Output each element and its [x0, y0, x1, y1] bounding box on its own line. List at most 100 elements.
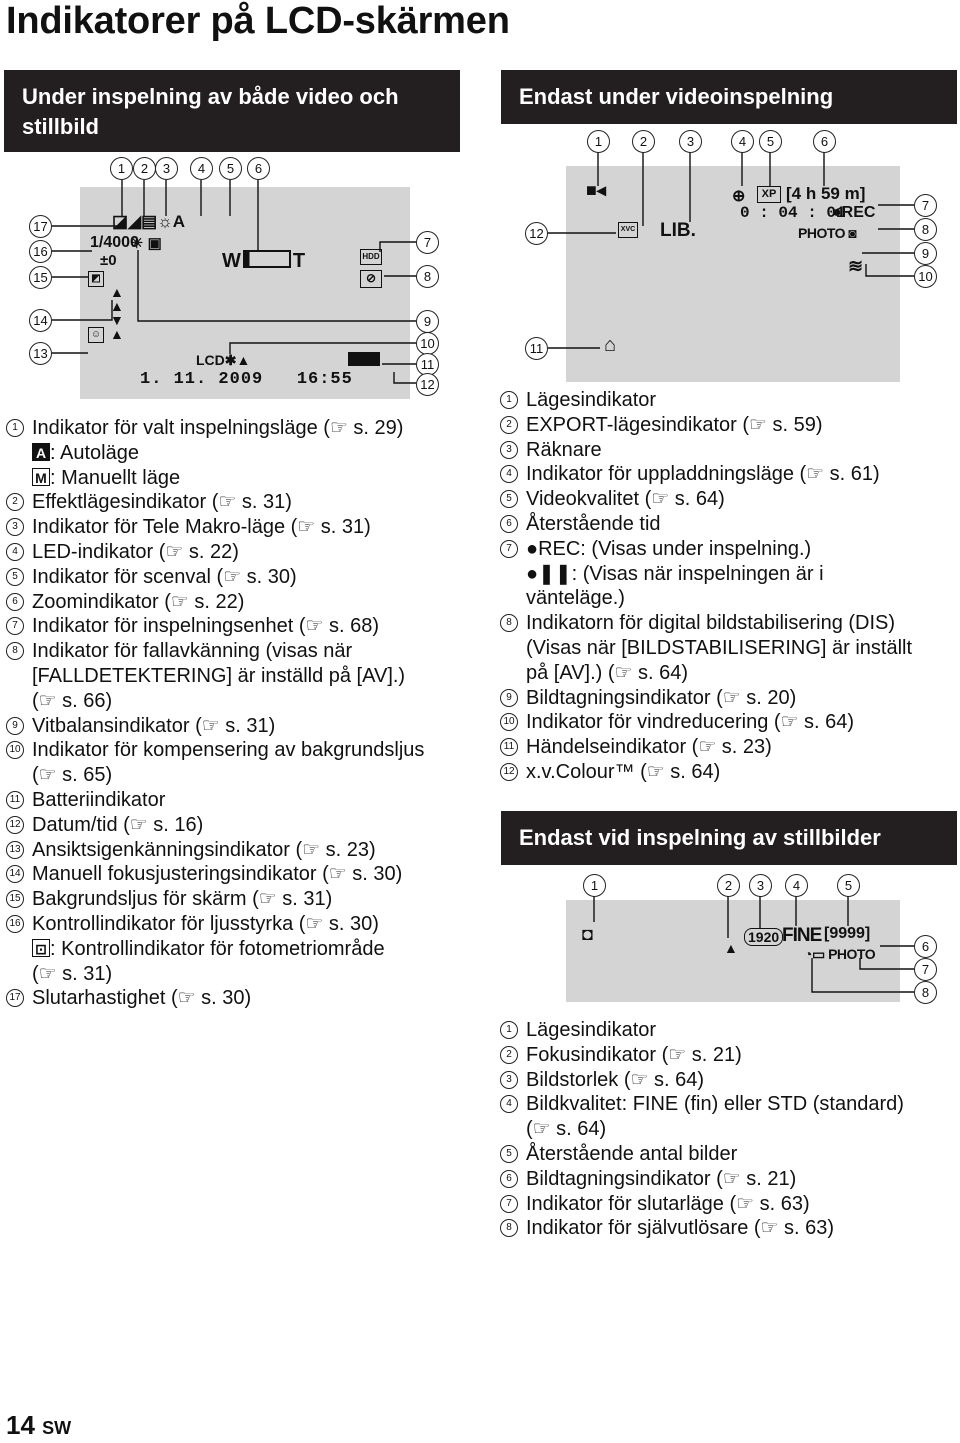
item-text: (☞ s. 31) — [32, 962, 113, 985]
item-text: LED-indikator (☞ s. 22) — [32, 540, 239, 563]
item-text: Manuell fokusjusteringsindikator (☞ s. 3… — [32, 863, 403, 886]
callout-number: 8 — [416, 265, 439, 288]
item-number: 1 — [500, 1021, 518, 1039]
item-text: ●REC: (Visas under inspelning.) — [526, 537, 812, 560]
list-item: 7●REC: (Visas under inspelning.) — [500, 537, 958, 562]
list-item: 6 Bildtagningsindikator (☞ s. 21) — [500, 1167, 958, 1192]
callout-number: 4 — [190, 157, 213, 180]
page-title: Indikatorer på LCD-skärmen — [6, 0, 510, 42]
item-text: Bildtagningsindikator (☞ s. 21) — [526, 1167, 797, 1190]
event-icon: ⌂ — [604, 334, 617, 356]
still-camera-icon: ◘ — [582, 924, 593, 944]
callout-number: 12 — [525, 222, 548, 245]
section-heading-video: Endast under videoinspelning — [501, 70, 957, 124]
item-number: 5 — [500, 1144, 518, 1163]
list-item: (☞ s. 65) — [6, 763, 466, 788]
callout-number: 6 — [813, 130, 836, 153]
list-item: ⊡: Kontrollindikator för fotometriområde — [6, 937, 466, 962]
callout-number: 11 — [416, 353, 439, 376]
item-number: 3 — [6, 518, 24, 537]
upload-icon: ⊕ — [732, 188, 746, 205]
item-text: (☞ s. 65) — [32, 764, 113, 787]
list-item: 5 Återstående antal bilder — [500, 1142, 958, 1167]
item-number: 6 — [6, 592, 24, 611]
page-number: 14 SW — [6, 1410, 72, 1440]
callout-number: 6 — [247, 157, 270, 180]
item-text: Indikator för scenval (☞ s. 30) — [32, 565, 297, 588]
exposure-value: ±0 — [100, 252, 117, 269]
item-number: 8 — [500, 1219, 518, 1238]
callout-number: 8 — [914, 981, 937, 1004]
item-number: 6 — [500, 1169, 518, 1188]
item-text: Indikator för fallavkänning (visas när — [32, 640, 353, 663]
callout-number: 13 — [29, 342, 52, 365]
item-text: på [AV].) (☞ s. 64) — [526, 661, 689, 684]
callout-number: 1 — [583, 874, 606, 897]
item-text: Kontrollindikator för ljusstyrka (☞ s. 3… — [32, 912, 379, 935]
item-text: : Autoläge — [50, 441, 139, 464]
callout-number: 4 — [731, 130, 754, 153]
item-number: 12 — [500, 762, 518, 781]
section-heading-text: Under inspelning av både video och still… — [22, 84, 399, 139]
callout-number: 6 — [914, 935, 937, 958]
item-text: x.v.Colour™ (☞ s. 64) — [526, 760, 721, 783]
callout-number: 7 — [416, 231, 439, 254]
item-text: Indikatorn för digital bildstabilisering… — [526, 612, 896, 635]
item-text: Återstående antal bilder — [526, 1142, 738, 1165]
hdd-icon: HDD — [360, 249, 382, 265]
shutter-speed: 1/4000 — [90, 234, 139, 251]
item-text: EXPORT-lägesindikator (☞ s. 59) — [526, 413, 823, 436]
callout-number: 8 — [914, 218, 937, 241]
item-text: (☞ s. 66) — [32, 689, 113, 712]
callout-number: 5 — [759, 130, 782, 153]
item-text: Zoomindikator (☞ s. 22) — [32, 590, 245, 613]
fall-detect-icon: ⊘ — [360, 270, 382, 288]
item-text: Räknare — [526, 438, 602, 461]
item-text: Återstående tid — [526, 512, 661, 535]
callout-number: 16 — [29, 240, 52, 263]
scene-icons: ◪◢▤☼A — [112, 212, 186, 231]
callout-number: 7 — [914, 958, 937, 981]
item-number: 7 — [6, 617, 24, 636]
white-balance-icon: ☀ ▣ — [130, 235, 162, 252]
item-number: 1 — [6, 419, 24, 437]
shutter-mode-icons: ◔▭ PHOTO — [804, 946, 876, 962]
image-quality: FINE — [782, 925, 822, 946]
mode-key-icon: ⊡ — [32, 938, 50, 957]
item-number: 1 — [500, 391, 518, 409]
item-text: Indikator för vindreducering (☞ s. 64) — [526, 711, 855, 734]
list-item: vänteläge.) — [500, 586, 958, 611]
item-text: Datum/tid (☞ s. 16) — [32, 813, 204, 836]
item-number: 9 — [500, 688, 518, 707]
item-number: 12 — [6, 815, 24, 834]
item-text: Fokusindikator (☞ s. 21) — [526, 1043, 742, 1066]
mode-key-icon: A — [32, 442, 50, 461]
rec-indicator: ●REC — [832, 204, 876, 221]
battery-icon — [348, 352, 380, 366]
photo-indicator: PHOTO ◙ — [798, 225, 857, 241]
focus-indicator-icon: ▲ — [724, 940, 738, 956]
item-text: Bildstorlek (☞ s. 64) — [526, 1068, 704, 1091]
date-time: 1. 11. 2009 16:55 — [140, 370, 353, 389]
item-number: 17 — [6, 989, 24, 1008]
item-text: Indikator för kompensering av bakgrundsl… — [32, 739, 425, 762]
item-number: 15 — [6, 890, 24, 909]
item-text: Bildkvalitet: FINE (fin) eller STD (stan… — [526, 1093, 904, 1116]
item-number: 9 — [6, 716, 24, 735]
item-text: Indikator för Tele Makro-läge (☞ s. 31) — [32, 516, 371, 539]
